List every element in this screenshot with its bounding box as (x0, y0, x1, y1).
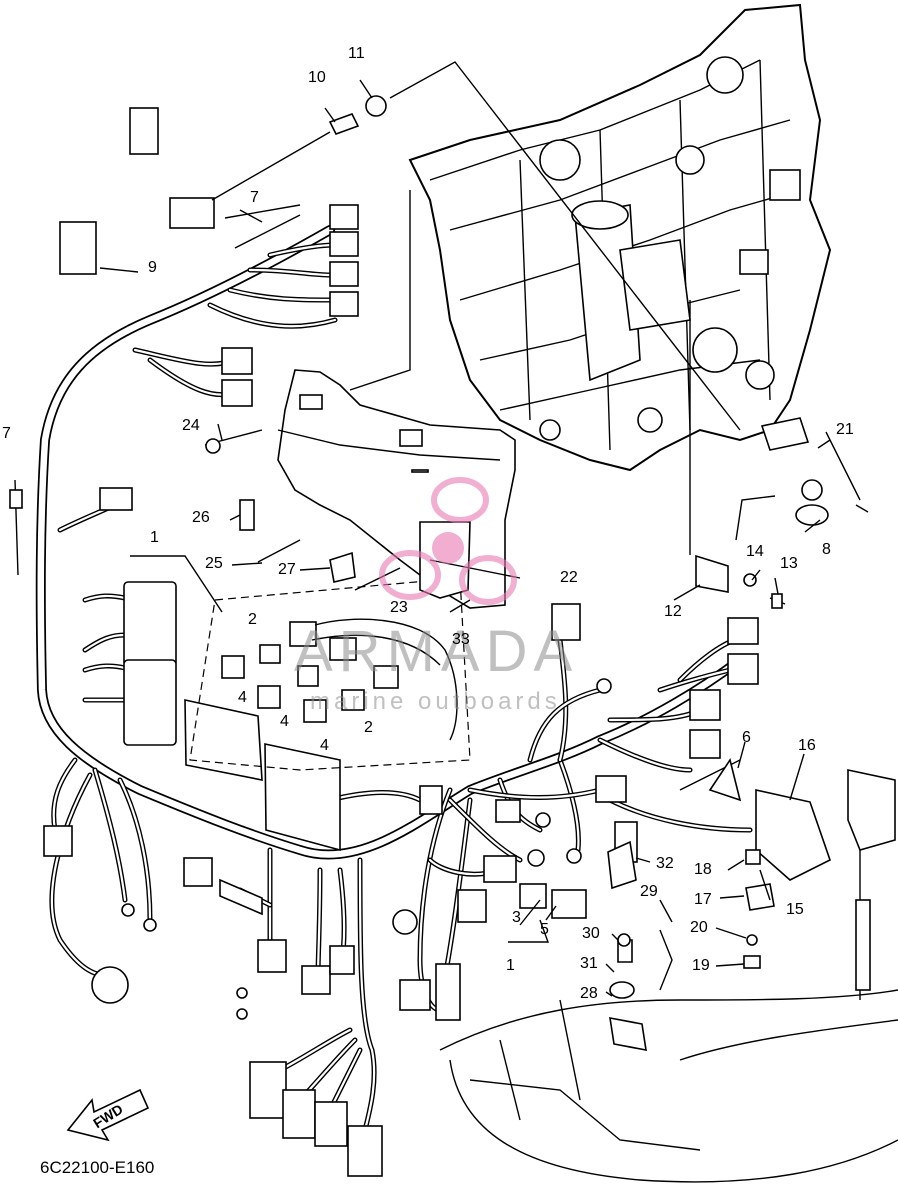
callout-2: 2 (248, 611, 257, 628)
watermark-title: ARMADA (294, 619, 579, 684)
callout-32: 32 (656, 855, 674, 872)
leader-lines (99, 61, 861, 997)
callout-1: 1 (150, 529, 159, 546)
callout-21: 21 (836, 421, 854, 438)
callout-33: 33 (452, 631, 470, 648)
callout-23: 23 (390, 599, 408, 616)
fwd-arrow-icon (66, 1088, 150, 1142)
callout-16: 16 (798, 737, 816, 754)
callout-31: 31 (580, 955, 598, 972)
callout-3: 3 (512, 909, 521, 926)
small-parts (9, 95, 896, 1051)
callout-27: 27 (278, 561, 296, 578)
callout-29: 29 (640, 883, 658, 900)
callout-15: 15 (786, 901, 804, 918)
callout-17: 17 (694, 891, 712, 908)
electrical-components (43, 107, 759, 1177)
callout-14: 14 (746, 543, 764, 560)
callout-13: 13 (780, 555, 798, 572)
callout-18: 18 (694, 861, 712, 878)
callout-5: 5 (540, 921, 549, 938)
callout-28: 28 (580, 985, 598, 1002)
callout-8: 8 (822, 541, 831, 558)
callout-4-b: 4 (280, 713, 289, 730)
callout-24: 24 (182, 417, 200, 434)
engine-block (408, 3, 832, 472)
drawing-code: 6C22100-E160 (40, 1158, 155, 1177)
callout-12: 12 (664, 603, 682, 620)
callout-6: 6 (742, 729, 751, 746)
lower-casing (439, 989, 898, 1183)
callout-25: 25 (205, 555, 223, 572)
callout-11: 11 (348, 45, 365, 62)
callout-19: 19 (692, 957, 710, 974)
main-wire-harness (35, 225, 753, 1133)
callout-22: 22 (560, 569, 578, 586)
watermark-subtitle: marine outboards (310, 688, 561, 715)
callout-4: 4 (238, 689, 247, 706)
relay-subassembly (189, 577, 471, 771)
callout-10: 10 (308, 69, 326, 86)
callout-2-b: 2 (364, 719, 373, 736)
callout-4-c: 4 (320, 737, 329, 754)
watermark-logo (379, 477, 517, 605)
callout-7: 7 (250, 189, 259, 206)
callout-1-b: 1 (506, 957, 515, 974)
callout-30: 30 (582, 925, 600, 942)
callout-26: 26 (192, 509, 210, 526)
callout-9: 9 (148, 259, 157, 276)
callout-20: 20 (690, 919, 708, 936)
callout-7-b: 7 (2, 425, 11, 442)
